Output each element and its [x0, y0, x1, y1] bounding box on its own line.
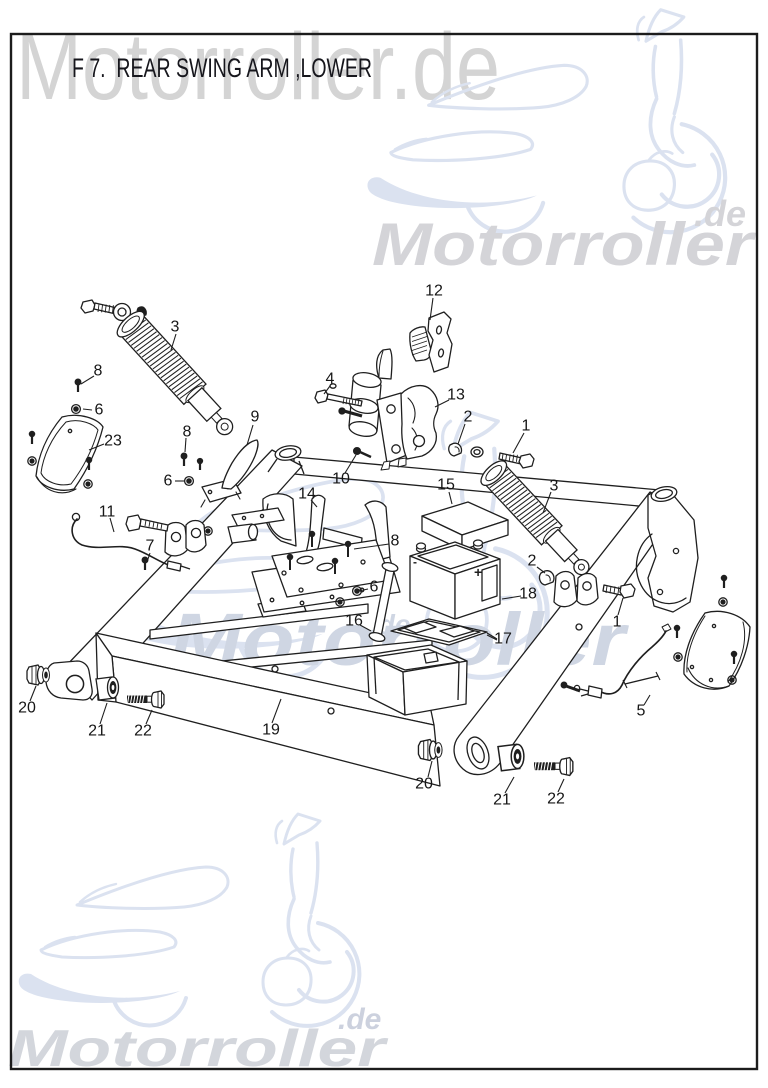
- svg-text:2: 2: [464, 409, 473, 426]
- svg-text:3: 3: [550, 478, 559, 495]
- svg-text:Motorroller: Motorroller: [372, 211, 757, 278]
- svg-text:6: 6: [95, 402, 104, 419]
- svg-text:6: 6: [164, 473, 173, 490]
- svg-text:.de: .de: [338, 1003, 381, 1036]
- svg-text:15: 15: [437, 477, 455, 494]
- svg-text:6: 6: [370, 579, 379, 596]
- svg-text:-: -: [413, 555, 417, 569]
- svg-text:Motorroller.de: Motorroller.de: [16, 14, 500, 120]
- svg-text:4: 4: [326, 371, 335, 388]
- svg-text:3: 3: [171, 319, 180, 336]
- svg-text:11: 11: [99, 504, 116, 521]
- svg-text:5: 5: [637, 703, 646, 720]
- svg-text:F 7. REAR SWING ARM ,LOWER: F 7. REAR SWING ARM ,LOWER: [72, 53, 372, 83]
- svg-text:9: 9: [251, 409, 260, 426]
- svg-text:21: 21: [493, 792, 511, 809]
- svg-text:10: 10: [332, 471, 350, 488]
- svg-text:8: 8: [391, 533, 400, 550]
- svg-text:21: 21: [88, 723, 106, 740]
- svg-text:13: 13: [447, 387, 465, 404]
- svg-text:22: 22: [134, 723, 152, 740]
- svg-text:19: 19: [262, 722, 280, 739]
- svg-text:18: 18: [519, 586, 537, 603]
- svg-text:8: 8: [183, 424, 192, 441]
- svg-text:1: 1: [522, 418, 531, 435]
- svg-text:8: 8: [94, 363, 103, 380]
- svg-text:14: 14: [298, 486, 316, 503]
- svg-text:22: 22: [547, 791, 565, 808]
- svg-text:12: 12: [425, 283, 443, 300]
- svg-text:+: +: [474, 564, 482, 580]
- svg-text:23: 23: [104, 433, 122, 450]
- svg-text:17: 17: [494, 631, 512, 648]
- svg-text:20: 20: [415, 776, 433, 793]
- svg-text:.de: .de: [694, 193, 746, 234]
- svg-text:2: 2: [528, 553, 537, 570]
- svg-text:1: 1: [613, 614, 622, 631]
- svg-text:16: 16: [345, 613, 363, 630]
- svg-text:20: 20: [18, 700, 36, 717]
- svg-text:7: 7: [146, 538, 155, 555]
